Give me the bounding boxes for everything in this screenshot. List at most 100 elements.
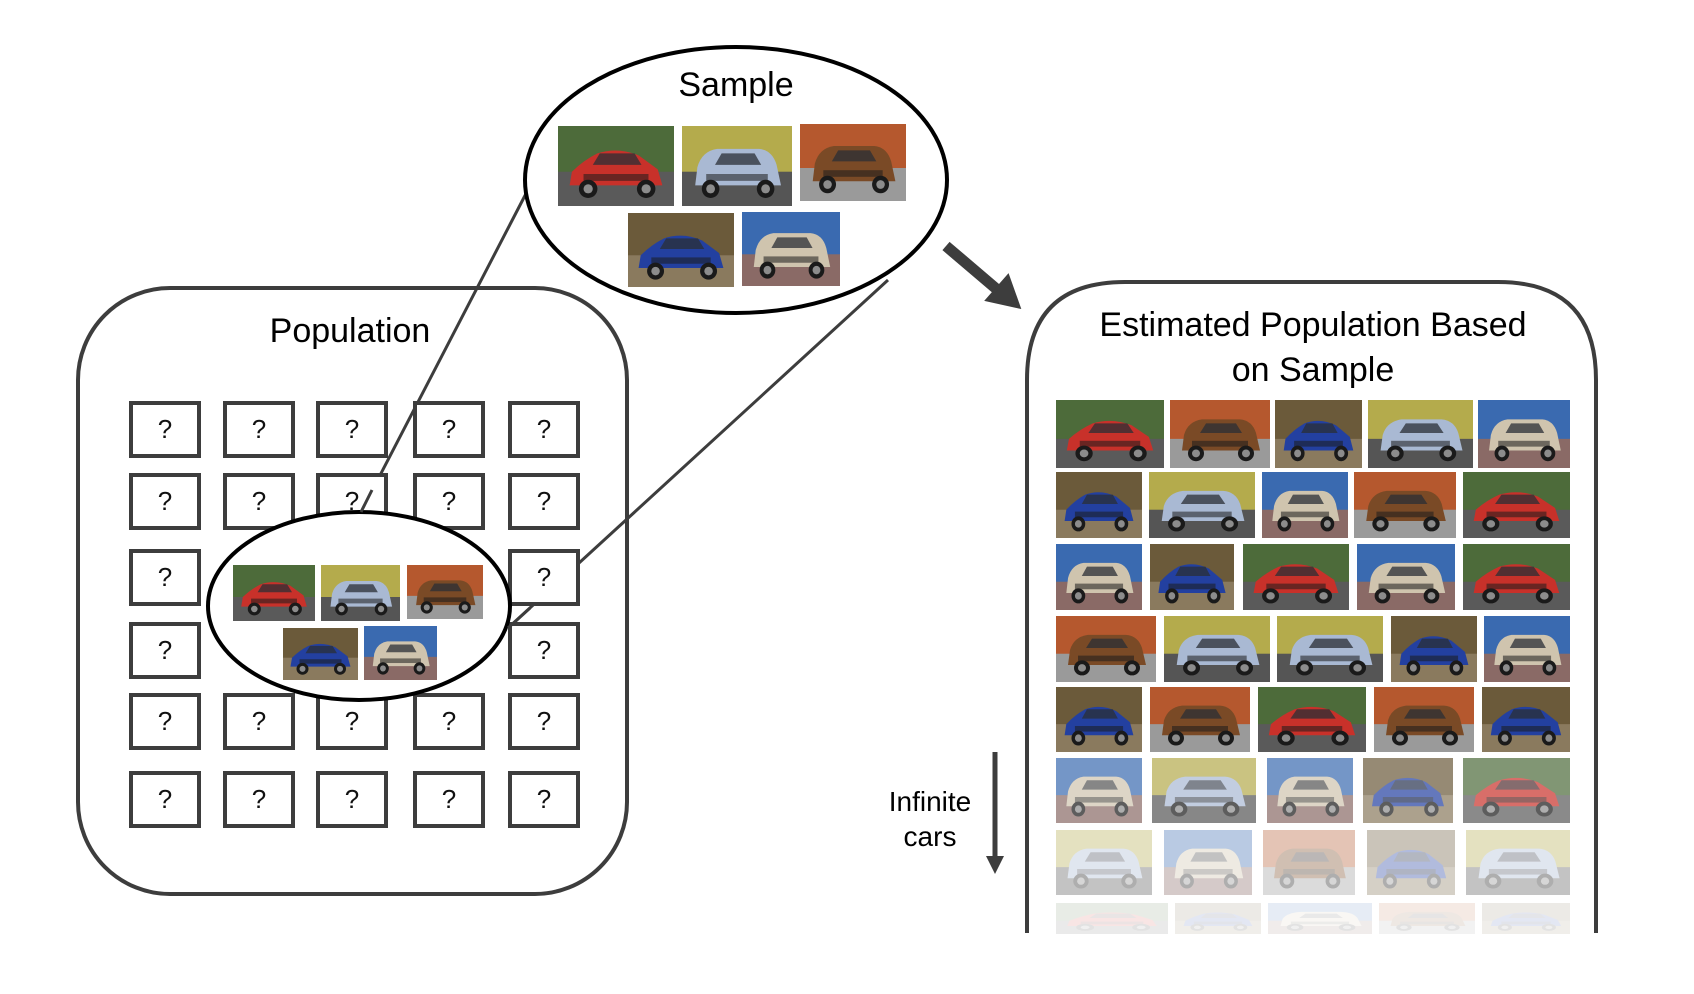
estimated-car [1164,830,1252,895]
estimated-car [1357,544,1455,610]
estimated-car [1262,472,1348,538]
question-mark: ? [536,784,552,814]
sample-car [800,124,906,201]
estimated-car [1363,758,1453,823]
question-mark: ? [344,486,360,516]
unknown-population-item: ? [316,771,388,828]
estimated-title-line1: Estimated Population Based [1099,306,1527,344]
sample-title: Sample [678,66,794,104]
unknown-population-item: ? [129,401,201,458]
estimated-car [1463,758,1570,823]
question-mark: ? [441,784,457,814]
question-mark: ? [157,784,173,814]
unknown-population-item: ? [129,693,201,750]
estimated-car [1258,687,1366,752]
question-mark: ? [157,414,173,444]
unknown-population-item: ? [129,549,201,606]
question-mark: ? [536,635,552,665]
estimated-car [1263,830,1355,895]
question-mark: ? [536,414,552,444]
unknown-population-item: ? [223,473,295,530]
unknown-population-item: ? [508,693,580,750]
estimated-car [1150,687,1250,752]
unknown-population-item: ? [223,693,295,750]
question-mark: ? [251,486,267,516]
estimated-car [1466,830,1570,895]
estimated-car [1056,903,1168,934]
infinite-down-arrow-icon [986,752,1004,874]
estimated-car [1170,400,1270,468]
estimated-car [1478,400,1570,468]
inner-sample-car [407,565,483,619]
question-mark: ? [157,635,173,665]
question-mark: ? [441,414,457,444]
unknown-population-item: ? [508,473,580,530]
inner-sample-car [321,565,400,621]
estimated-car [1367,830,1455,895]
sample-car [742,212,840,286]
unknown-population-item: ? [413,473,485,530]
estimated-car [1379,903,1475,934]
estimated-car [1243,544,1349,610]
estimated-car [1267,758,1353,823]
estimated-car [1354,472,1456,538]
unknown-population-item: ? [223,771,295,828]
estimated-car [1056,830,1152,895]
unknown-population-item: ? [413,693,485,750]
estimated-car [1277,616,1383,682]
estimated-car [1056,472,1142,538]
question-mark: ? [157,706,173,736]
estimated-car [1391,616,1477,682]
question-mark: ? [344,706,360,736]
unknown-population-item: ? [508,771,580,828]
unknown-population-item: ? [129,771,201,828]
question-mark: ? [157,486,173,516]
inner-sample-car [283,628,358,680]
unknown-population-item: ? [508,401,580,458]
unknown-population-item: ? [508,549,580,606]
estimated-car [1482,903,1570,934]
question-mark: ? [157,562,173,592]
estimated-car [1482,687,1570,752]
unknown-population-item: ? [129,473,201,530]
question-mark: ? [536,486,552,516]
unknown-population-item: ? [413,401,485,458]
estimated-car [1275,400,1362,468]
unknown-population-item: ? [223,401,295,458]
estimated-car [1374,687,1474,752]
sample-car [558,126,674,206]
question-mark: ? [536,562,552,592]
infinite-label-line2: cars [903,821,957,852]
unknown-population-item: ? [316,401,388,458]
population-title: Population [269,312,431,350]
question-mark: ? [344,784,360,814]
estimated-population-box [1025,280,1598,933]
question-mark: ? [251,414,267,444]
estimated-car [1164,616,1270,682]
estimated-car [1463,544,1570,610]
estimated-car [1056,616,1156,682]
arrow-to-estimate-icon [942,241,1022,310]
question-mark: ? [344,414,360,444]
question-mark: ? [251,784,267,814]
inner-sample-car [233,565,315,621]
unknown-population-item: ? [413,771,485,828]
estimated-car [1150,544,1234,610]
population-box [76,286,629,896]
question-mark: ? [536,706,552,736]
estimated-car [1175,903,1261,934]
estimated-car [1463,472,1570,538]
sample-car [628,213,734,287]
question-mark: ? [441,706,457,736]
unknown-population-item: ? [508,622,580,679]
estimated-car [1368,400,1473,468]
estimated-title-line2: on Sample [1231,351,1395,389]
infinite-label-line1: Infinite [888,786,972,817]
unknown-population-item: ? [316,473,388,530]
estimated-car [1149,472,1255,538]
question-mark: ? [251,706,267,736]
estimated-car [1268,903,1372,934]
zoom-connector-left [359,181,534,513]
estimated-car [1056,758,1142,823]
